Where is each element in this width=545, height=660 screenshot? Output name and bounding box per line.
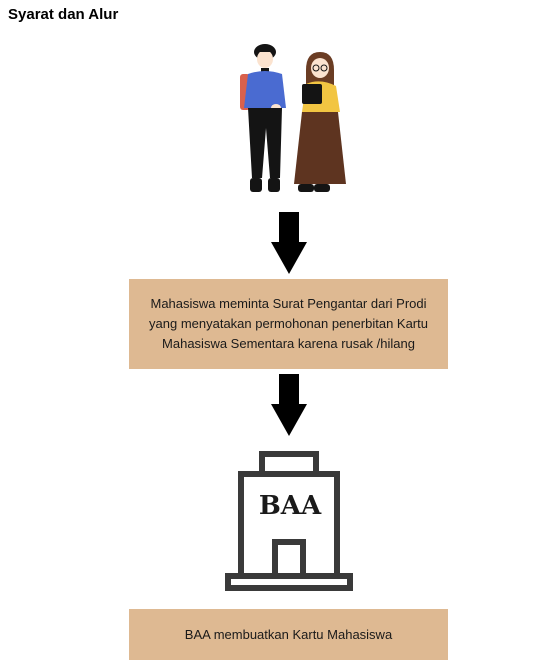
- step-box-request-letter: Mahasiswa meminta Surat Pengantar dari P…: [129, 279, 448, 369]
- page-title: Syarat dan Alur: [8, 6, 119, 23]
- building-icon: BAA: [225, 451, 353, 591]
- building-label: BAA: [259, 491, 322, 521]
- arrow-down-icon: [271, 374, 307, 436]
- step-text: Mahasiswa meminta Surat Pengantar dari P…: [149, 296, 428, 351]
- arrow-down-icon: [271, 212, 307, 274]
- students-illustration-icon: [240, 44, 346, 192]
- step-text: BAA membuatkan Kartu Mahasiswa: [184, 626, 393, 642]
- step-box-card-issued: BAA membuatkan Kartu Mahasiswa: [129, 609, 448, 660]
